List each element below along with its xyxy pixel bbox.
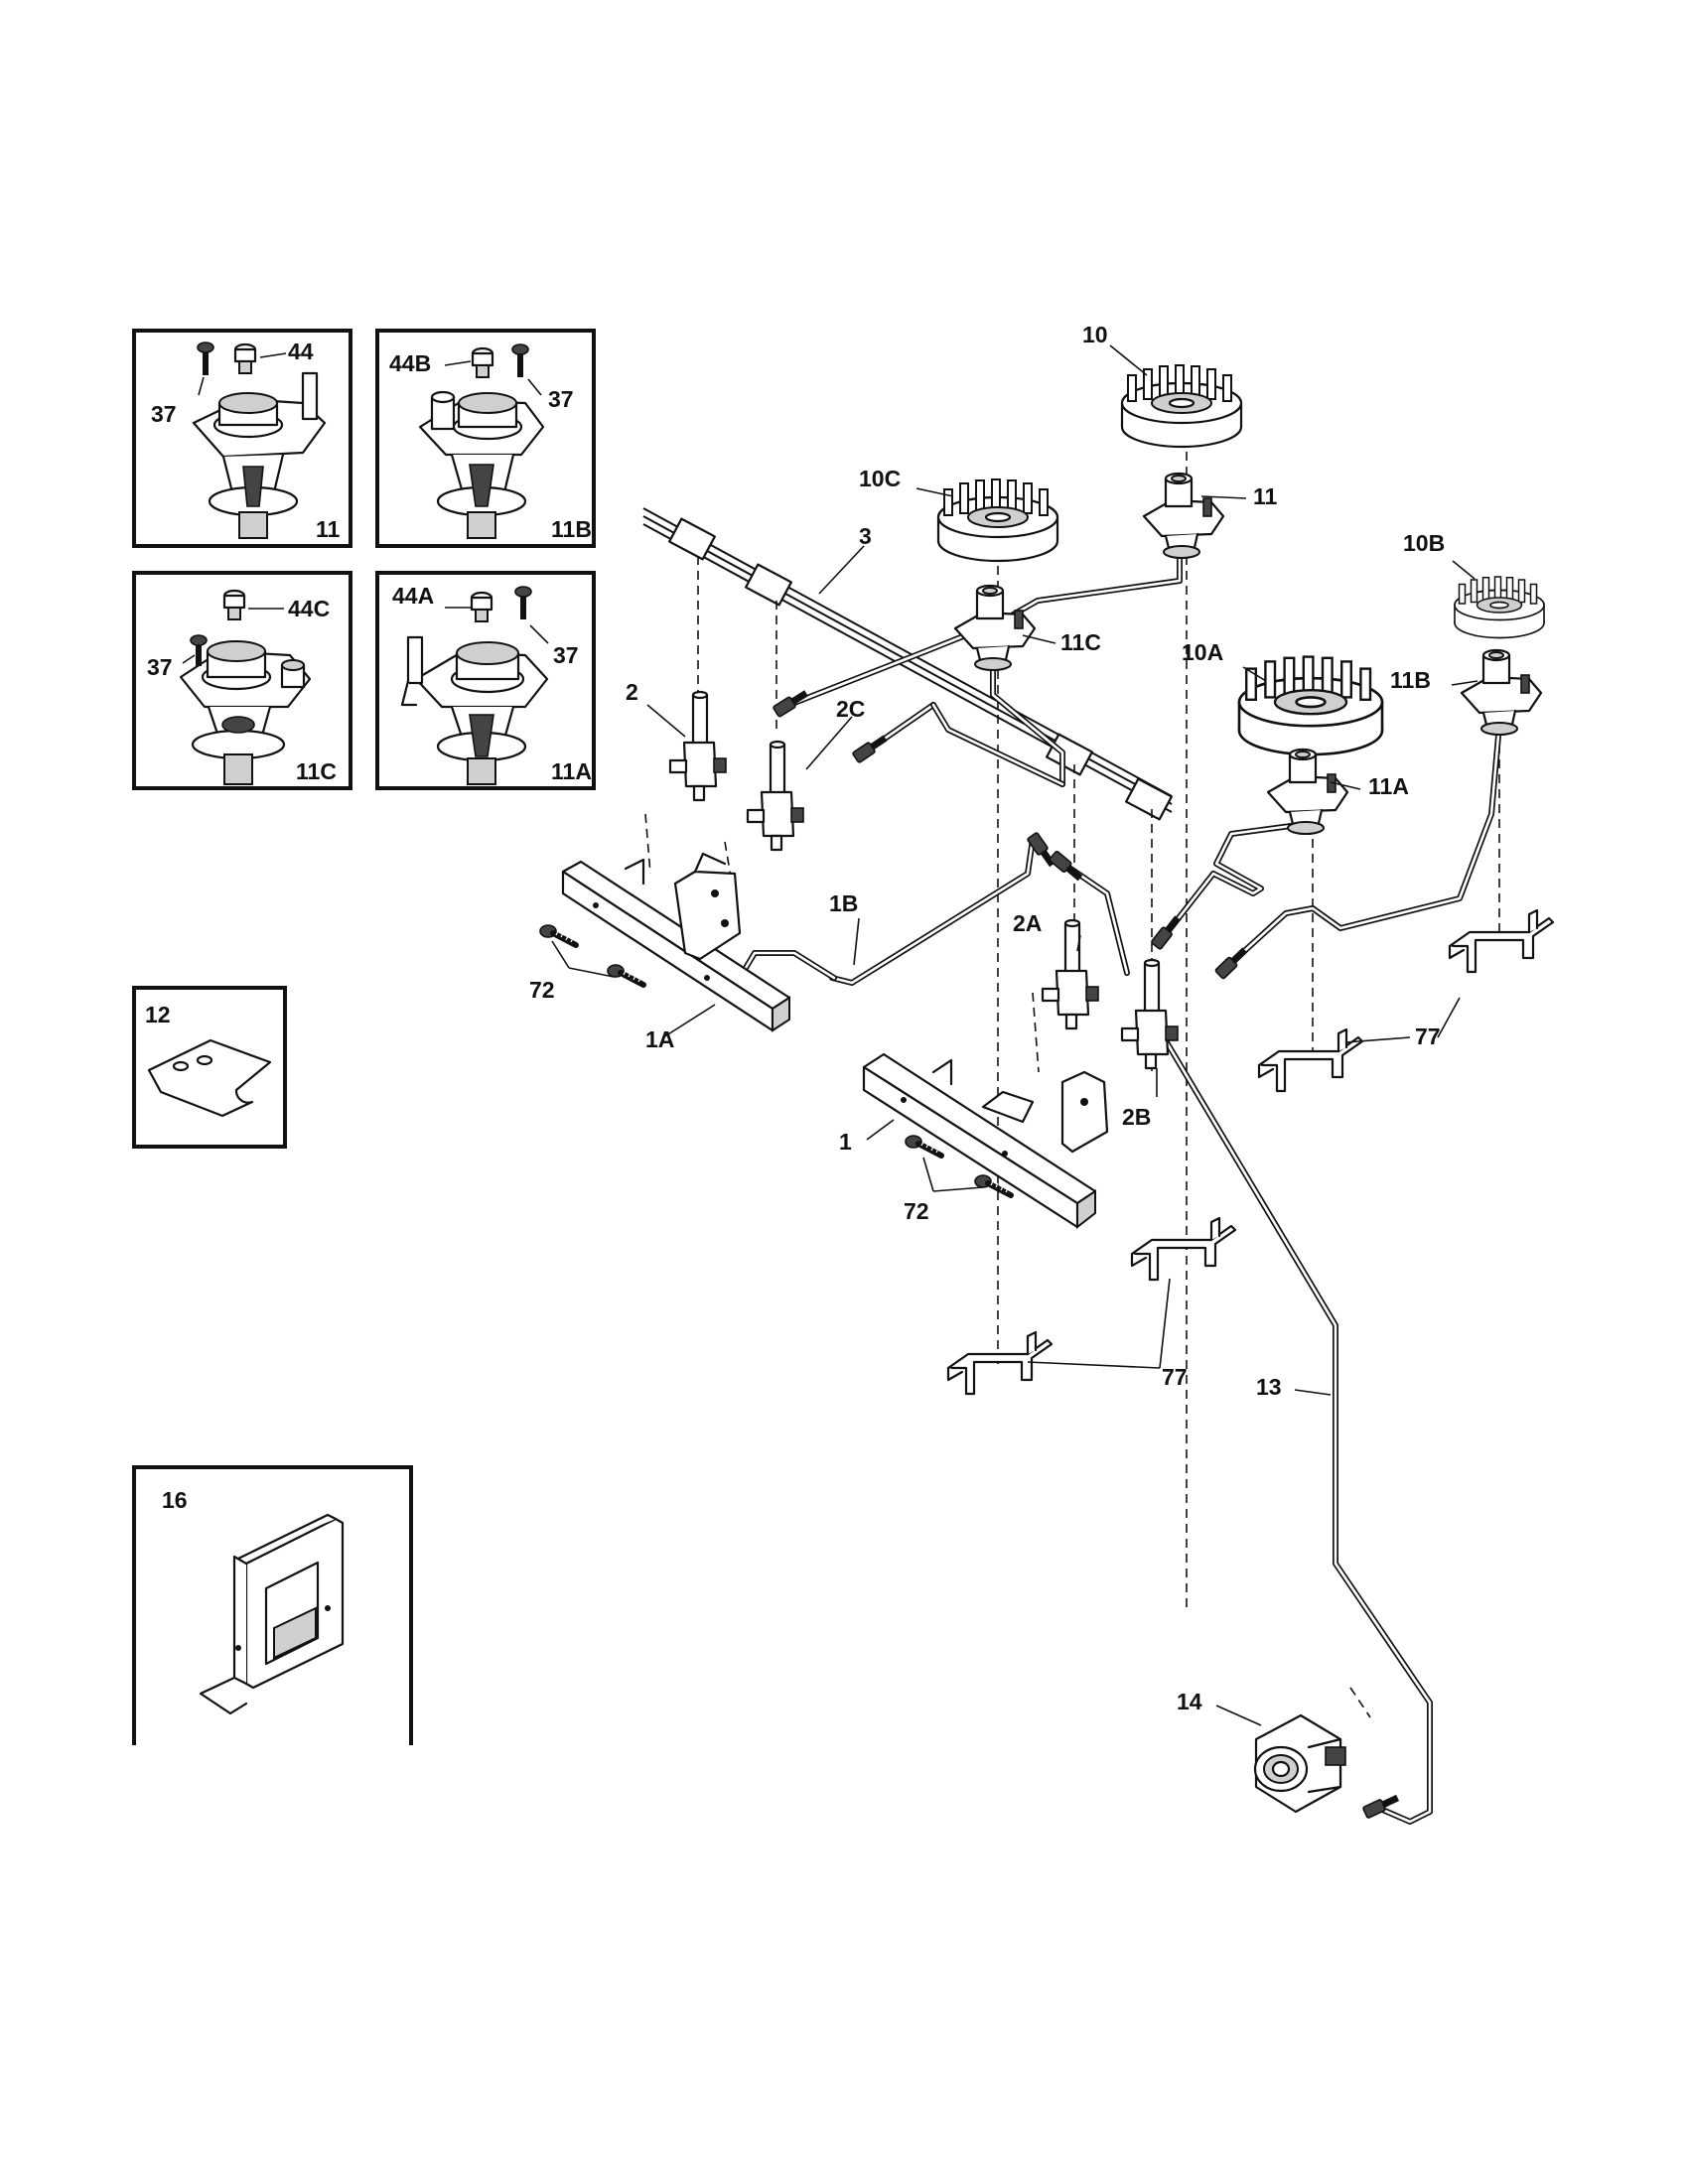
gas-valve-2c (746, 740, 805, 852)
inset-title-11: 11 (316, 516, 341, 542)
callout-2b: 2B (1122, 1104, 1151, 1130)
callout-1b: 1B (829, 890, 858, 916)
gasket-icon (147, 1038, 272, 1118)
screw-37c-icon (190, 634, 208, 666)
burner-head-11b (1460, 648, 1543, 737)
callout-11: 11 (1253, 483, 1278, 509)
orifice-44c-icon (222, 589, 246, 620)
callout-2a: 2A (1013, 910, 1042, 936)
mounting-bracket-icon (199, 1513, 345, 1715)
callout-11c: 11C (1060, 629, 1101, 655)
callout-11a: 11A (1368, 773, 1409, 799)
callout-2: 2 (626, 679, 638, 705)
label-44a: 44A (392, 583, 434, 609)
callout-10b: 10B (1403, 530, 1445, 556)
label-37c: 37 (147, 654, 173, 680)
burner-cap-10c (936, 478, 1059, 563)
inset-box-bracket-16: 16 (132, 1465, 413, 1745)
callout-10c: 10C (859, 466, 901, 491)
label-37: 37 (151, 401, 177, 427)
callout-2c: 2C (836, 696, 865, 722)
screw-72-c (906, 1136, 941, 1156)
callout-10: 10 (1082, 322, 1108, 347)
label-37b: 37 (548, 386, 574, 412)
label-44c: 44C (288, 596, 330, 621)
inset-box-burner-head-11: 44 37 11 (132, 329, 352, 548)
gas-tubes (737, 538, 1502, 1825)
label-44b: 44B (389, 350, 431, 376)
callout-77-right: 77 (1415, 1024, 1441, 1049)
label-44: 44 (288, 339, 314, 364)
label-37a: 37 (553, 642, 579, 668)
screw-37-icon (197, 341, 214, 375)
gas-valve-2a (1041, 918, 1100, 1030)
inset-title-16: 16 (162, 1487, 188, 1513)
inset-title-11b: 11B (551, 516, 592, 542)
callout-72-left: 72 (529, 977, 555, 1003)
callout-1: 1 (839, 1129, 852, 1155)
tube-fittings (773, 688, 1400, 1819)
orifice-44b-icon (471, 346, 494, 378)
bracket-77-c (1130, 1216, 1237, 1282)
pressure-regulator-14 (1253, 1713, 1346, 1814)
manifold-1a (561, 852, 791, 1032)
callout-13: 13 (1256, 1374, 1282, 1400)
inset-box-gasket-12: 12 (132, 986, 287, 1149)
callout-3: 3 (859, 523, 872, 549)
inset-title-11c: 11C (296, 758, 337, 784)
callout-11b: 11B (1390, 667, 1431, 693)
inset-box-burner-head-11b: 44B 37 11B (375, 329, 596, 548)
callout-1a: 1A (645, 1026, 674, 1052)
screw-37b-icon (511, 343, 529, 377)
burner-head-11a (1266, 748, 1349, 836)
gas-valve-2 (668, 690, 728, 802)
screw-72-b (608, 965, 643, 985)
callout-leaders (551, 344, 1478, 1726)
burner-cap-10 (1120, 363, 1243, 449)
inset-box-burner-head-11c: 44C 37 11C (132, 571, 352, 790)
callout-14: 14 (1177, 1689, 1202, 1714)
callout-72-right: 72 (904, 1198, 929, 1224)
callout-77-center: 77 (1162, 1364, 1188, 1390)
burner-cap-10b (1454, 576, 1545, 639)
inset-title-11a: 11A (551, 758, 592, 784)
bracket-77-b (1257, 1027, 1364, 1093)
callout-10a: 10A (1182, 639, 1223, 665)
screw-72-a (540, 925, 576, 945)
screw-37a-icon (514, 586, 532, 619)
alignment-lines (644, 437, 1500, 1718)
bracket-77-a (1448, 908, 1555, 974)
burner-cap-10a (1237, 655, 1384, 756)
orifice-44a-icon (470, 591, 493, 622)
burner-head-11 (1142, 472, 1225, 560)
orifice-44-icon (233, 342, 257, 374)
manifold-1 (862, 1052, 1109, 1230)
inset-box-burner-head-11a: 44A 37 11A (375, 571, 596, 790)
burner-head-11c (953, 584, 1037, 672)
inset-title-12: 12 (145, 1002, 171, 1027)
